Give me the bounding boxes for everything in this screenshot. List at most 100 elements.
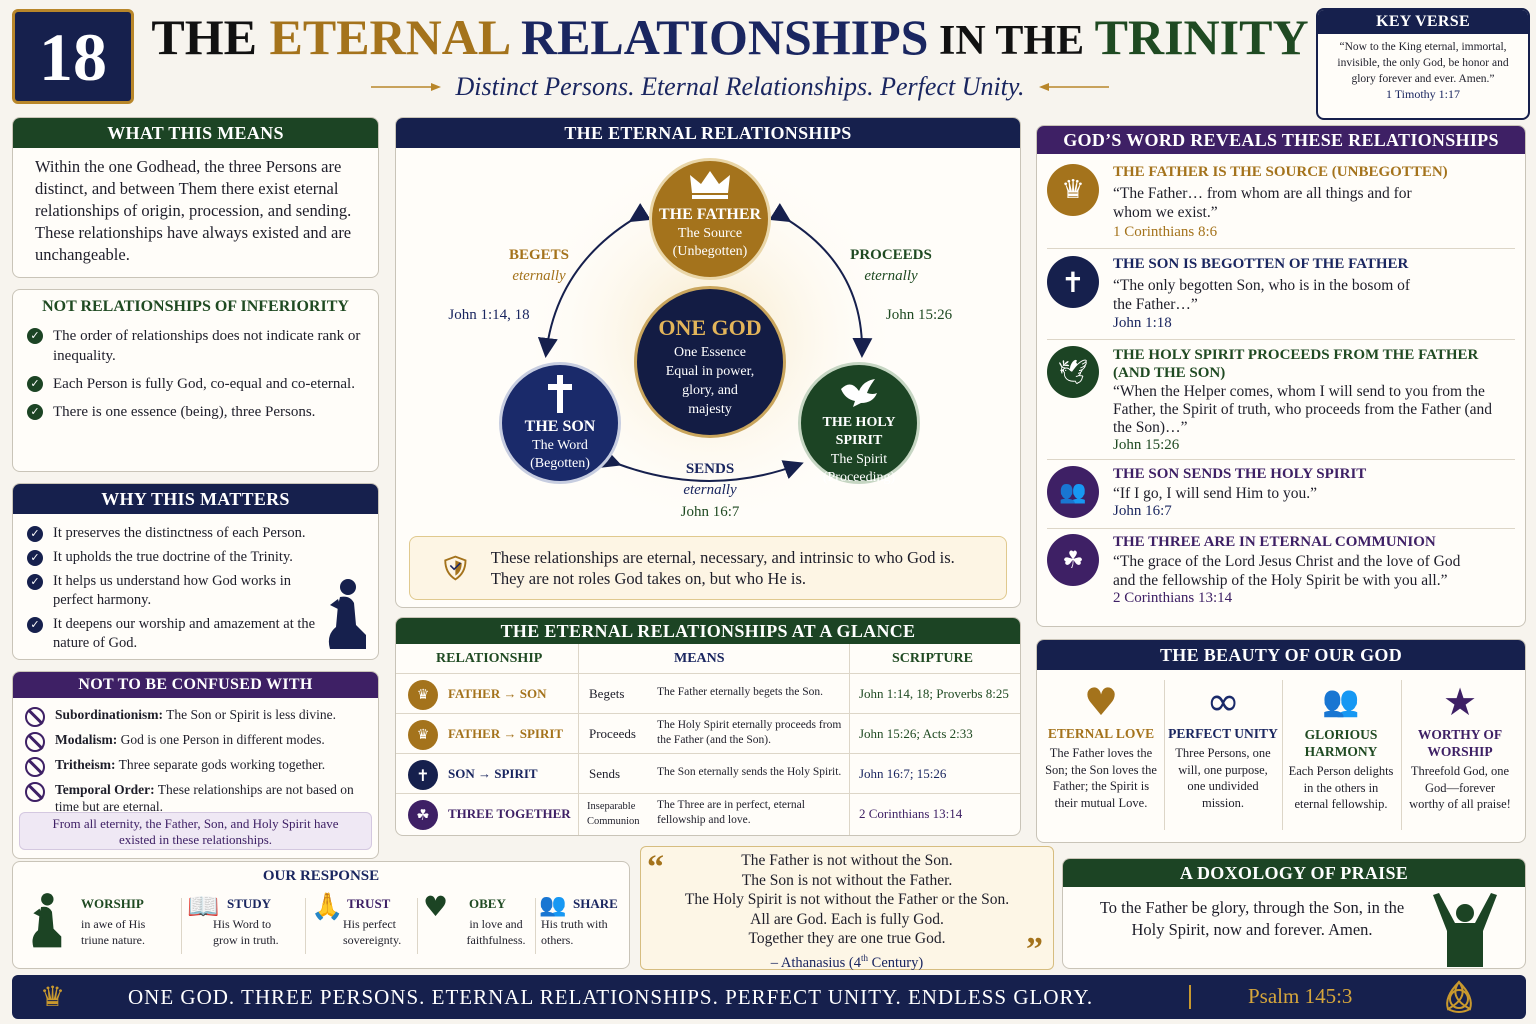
reveal-item: 🕊 THE HOLY SPIRIT PROCEEDS FROM THE FATH… — [1047, 346, 1515, 454]
son-circle: THE SON The Word (Begotten) — [499, 362, 621, 484]
page-title: THE ETERNAL RELATIONSHIPS IN THE TRINITY — [151, 9, 1309, 65]
spirit-circle: THE HOLY SPIRIT The Spirit (Proceeding) — [798, 362, 920, 485]
why-matters-card: WHY THIS MATTERS ✓It preserves the disti… — [12, 483, 379, 660]
not-confused-heading: NOT TO BE CONFUSED WITH — [13, 672, 378, 698]
key-verse-ref: 1 Timothy 1:17 — [1385, 87, 1461, 101]
diagram-card: THE ETERNAL RELATIONSHIPS THE FATHER The… — [395, 117, 1021, 608]
list-item: Modalism: God is one Person in different… — [25, 731, 368, 752]
check-icon: ✓ — [27, 617, 43, 633]
list-item: Temporal Order: These relationships are … — [25, 781, 368, 815]
heart-icon: ♥ — [1083, 680, 1119, 724]
list-item: ✓It deepens our worship and amazement at… — [27, 615, 318, 653]
reveals-card: GOD’S WORD REVEALS THESE RELATIONSHIPS ♛… — [1036, 125, 1526, 627]
reveals-heading: GOD’S WORD REVEALS THESE RELATIONSHIPS — [1037, 126, 1525, 154]
check-icon: ✓ — [27, 376, 43, 392]
dove-icon — [841, 379, 877, 407]
list-item: ✓It upholds the true doctrine of the Tri… — [27, 548, 318, 567]
beauty-item: ★ WORTHY OF WORSHIP Threefold God, one G… — [1401, 682, 1519, 813]
check-icon: ✓ — [27, 404, 43, 420]
people-icon: 👥 — [539, 892, 567, 917]
crown-icon: ♛ — [40, 980, 66, 1013]
dove-icon: 🕊 — [1047, 346, 1099, 398]
ornament-right-icon — [1038, 83, 1109, 91]
what-this-means-card: WHAT THIS MEANS Within the one Godhead, … — [12, 117, 379, 278]
proceeds-ref: John 15:26 — [885, 307, 953, 323]
beauty-item: ♥ ETERNAL LOVE The Father loves the Son;… — [1042, 682, 1160, 811]
footer-text: ONE GOD. THREE PERSONS. ETERNAL RELATION… — [128, 985, 1094, 1009]
open-quote-icon: “ — [647, 849, 664, 886]
table-header: RELATIONSHIP MEANS SCRIPTURE — [436, 651, 973, 666]
shield-icon — [444, 555, 467, 581]
diagram-note: These relationships are eternal, necessa… — [409, 536, 1007, 600]
father-circle: THE FATHER The Source (Unbegotten) — [649, 158, 771, 280]
why-matters-heading: WHY THIS MATTERS — [13, 484, 378, 514]
footer-ref: Psalm 145:3 — [1248, 984, 1353, 1008]
trinity-knot-icon: ☘ — [408, 800, 438, 830]
check-icon: ✓ — [27, 550, 43, 566]
response-card: OUR RESPONSE WORSHIP in awe of His triun… — [12, 861, 630, 969]
glance-heading: THE ETERNAL RELATIONSHIPS AT A GLANCE — [396, 618, 1020, 644]
kneeling-prayer-icon — [328, 579, 366, 649]
footer-divider — [1189, 985, 1191, 1009]
key-verse-card: KEY VERSE “Now to the King eternal, immo… — [1316, 8, 1530, 120]
table-row: ✝ SON → SPIRIT Sends The Son eternally s… — [396, 753, 1020, 793]
list-item: ✓It preserves the distinctness of each P… — [27, 524, 318, 543]
beauty-card: THE BEAUTY OF OUR GOD ♥ ETERNAL LOVE The… — [1036, 639, 1526, 843]
list-item: Tritheism: Three separate gods working t… — [25, 756, 368, 777]
list-item: Subordinationism: The Son or Spirit is l… — [25, 706, 368, 727]
key-verse-heading: KEY VERSE — [1318, 10, 1528, 34]
beauty-item: ∞ PERFECT UNITY Three Persons, one will,… — [1164, 682, 1282, 811]
list-item: ✓The order of relationships does not ind… — [27, 326, 362, 366]
cross-icon: ✝ — [408, 760, 438, 790]
praying-hands-icon: 🙏 — [311, 892, 344, 921]
not-confused-note: From all eternity, the Father, Son, and … — [19, 812, 372, 850]
raised-hands-figure-icon — [1433, 893, 1497, 967]
footer-banner: ♛ ONE GOD. THREE PERSONS. ETERNAL RELATI… — [12, 975, 1526, 1019]
not-inferiority-card: NOT RELATIONSHIPS OF INFERIORITY ✓The or… — [12, 289, 379, 472]
crown-icon: ♛ — [408, 720, 438, 750]
trinity-knot-icon — [1446, 980, 1472, 1013]
reveal-item: ♛ THE FATHER IS THE SOURCE (UNBEGOTTEN)“… — [1047, 164, 1515, 241]
infinity-icon: ∞ — [1206, 679, 1240, 725]
prohibited-icon — [25, 757, 45, 777]
reveal-item: ☘ THE THREE ARE IN ETERNAL COMMUNION“The… — [1047, 534, 1515, 607]
key-verse-text: “Now to the King eternal, immortal, invi… — [1337, 41, 1509, 85]
table-row: ♛ FATHER → SON Begets The Father eternal… — [396, 673, 1020, 713]
reveal-item: 👥 THE SON SENDS THE HOLY SPIRIT“If I go,… — [1047, 466, 1515, 520]
prohibited-icon — [25, 707, 45, 727]
heart-icon: ♥ — [423, 890, 449, 923]
check-icon: ✓ — [27, 328, 43, 344]
cross-icon: ✝ — [1047, 256, 1099, 308]
ornament-left-icon — [371, 83, 442, 91]
book-icon: 📖 — [187, 892, 220, 921]
beauty-item: 👥 GLORIOUS HARMONY Each Person delights … — [1282, 682, 1400, 813]
reveal-item: ✝ THE SON IS BEGOTTEN OF THE FATHER“The … — [1047, 256, 1515, 332]
list-item: ✓Each Person is fully God, co-equal and … — [27, 374, 362, 394]
what-this-means-text: Within the one Godhead, the three Person… — [35, 157, 352, 264]
crown-icon: ♛ — [408, 680, 438, 710]
crown-icon: ♛ — [1047, 164, 1099, 216]
proceeds-label: PROCEEDS eternally — [850, 247, 932, 284]
athanasius-quote: “ ” The Father is not without the Son. T… — [640, 846, 1054, 970]
people-icon: 👥 — [1047, 466, 1099, 518]
prohibited-icon — [25, 732, 45, 752]
begets-ref: John 1:14, 18 — [448, 307, 530, 323]
glance-table-card: THE ETERNAL RELATIONSHIPS AT A GLANCE RE… — [395, 617, 1021, 836]
one-god-circle: ONE GOD One Essence Equal in power, glor… — [634, 286, 786, 438]
subtitle: Distinct Persons. Eternal Relationships.… — [330, 70, 1150, 104]
doxology-card: A DOXOLOGY OF PRAISE To the Father be gl… — [1062, 858, 1526, 969]
what-this-means-heading: WHAT THIS MEANS — [13, 118, 378, 148]
doxology-heading: A DOXOLOGY OF PRAISE — [1063, 859, 1525, 887]
not-confused-card: NOT TO BE CONFUSED WITH Subordinationism… — [12, 671, 379, 859]
prohibited-icon — [25, 782, 45, 802]
worship-kneel-icon — [32, 893, 62, 948]
list-item: ✓There is one essence (being), three Per… — [27, 402, 362, 422]
close-quote-icon: ” — [1026, 931, 1043, 968]
list-item: ✓It helps us understand how God works in… — [27, 572, 318, 610]
people-group-icon: 👥 — [1322, 685, 1360, 718]
star-icon: ★ — [1442, 680, 1478, 724]
sends-label: SENDS eternally John 16:7 — [680, 461, 740, 520]
table-row: ☘ THREE TOGETHER Inseparable Communion T… — [396, 793, 1020, 833]
doxology-text: To the Father be glory, through the Son,… — [1099, 898, 1405, 939]
check-icon: ✓ — [27, 526, 43, 542]
